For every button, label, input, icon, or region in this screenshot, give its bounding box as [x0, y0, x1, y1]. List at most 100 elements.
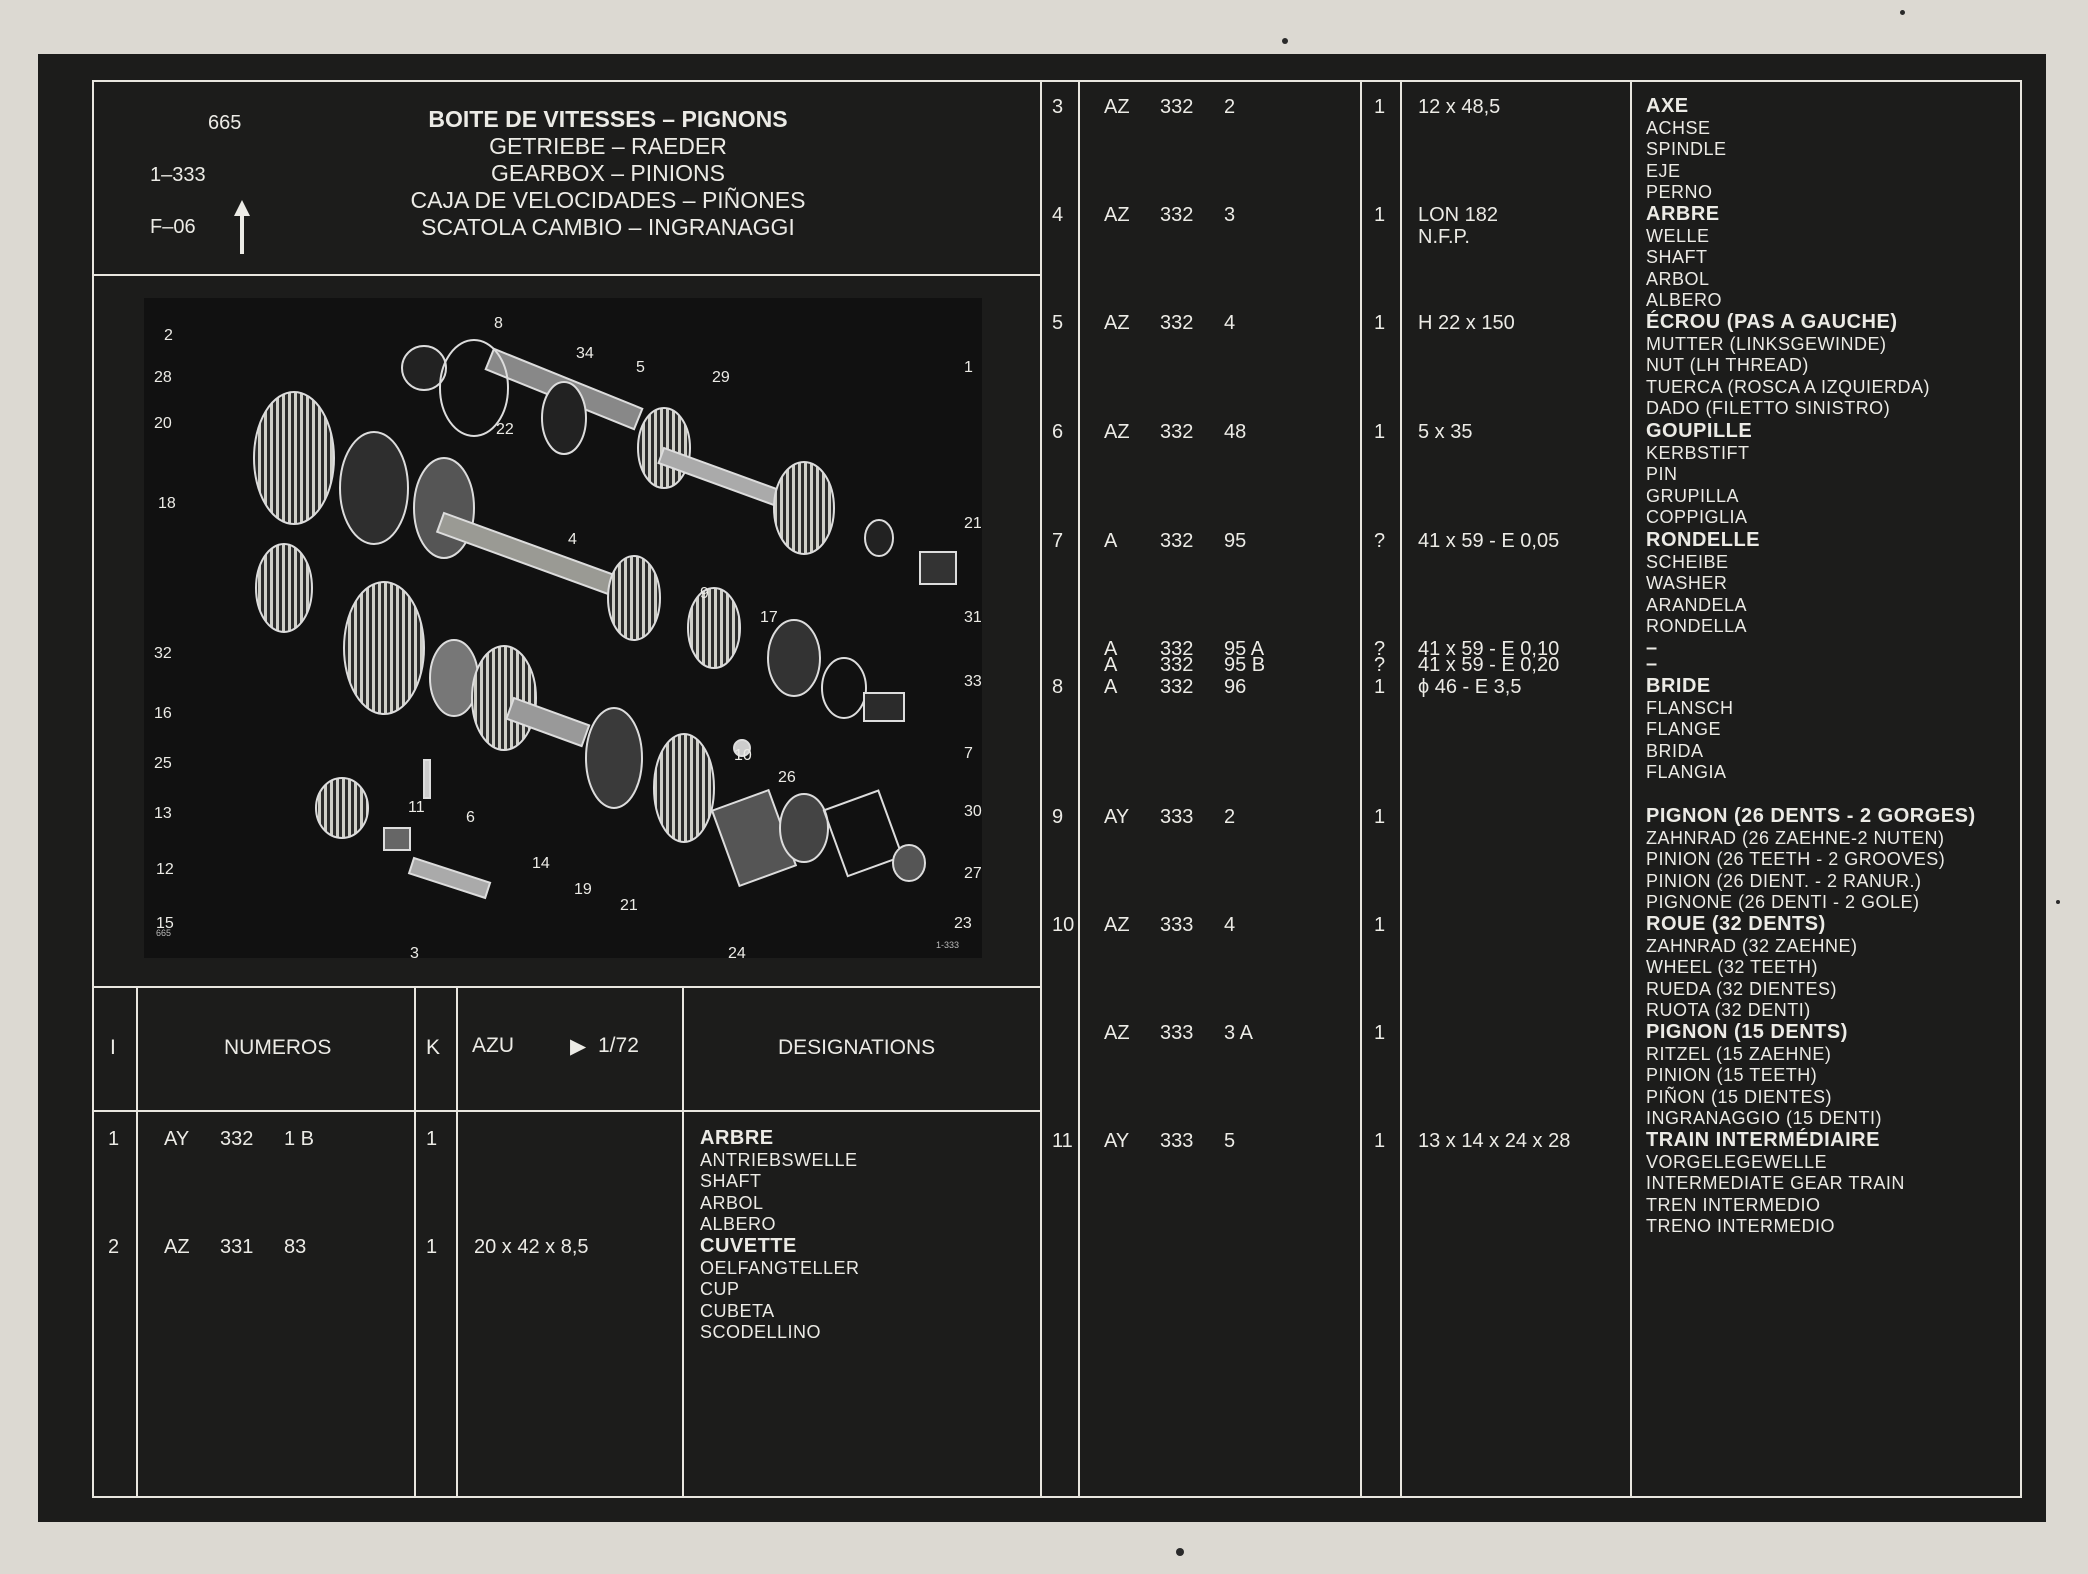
title-de: GETRIEBE – RAEDER	[489, 133, 727, 159]
callout-label: 3	[410, 945, 419, 958]
part-group: 332	[1160, 312, 1194, 334]
callout-label: 19	[574, 881, 592, 898]
col-line	[1360, 80, 1362, 1498]
part-prefix: AY	[1104, 1130, 1130, 1152]
callout-label: 24	[728, 945, 746, 958]
designation-primary: ROUE (32 DENTS)	[1646, 913, 1826, 935]
callout-label: 25	[154, 755, 172, 772]
row-dimension: 12 x 48,5	[1418, 96, 1501, 118]
part-prefix: A	[1104, 530, 1118, 552]
part-group: 333	[1160, 806, 1194, 828]
callout-label: 27	[964, 865, 982, 882]
col-line	[1400, 80, 1402, 1498]
part-suffix: 4	[1224, 914, 1236, 936]
title-es: CAJA DE VELOCIDADES – PIÑONES	[410, 187, 806, 213]
designation-translation: OELFANGTELLER	[700, 1257, 860, 1278]
callout-label: 11	[408, 799, 425, 816]
row-quantity: 1	[1374, 204, 1386, 226]
designation-translation: TUERCA (ROSCA A IZQUIERDA)	[1646, 376, 1931, 397]
part-suffix: 2	[1224, 96, 1236, 118]
callout-label: 22	[496, 421, 514, 438]
callout-label: 21	[964, 515, 982, 532]
callout-label: 31	[964, 609, 982, 626]
up-arrow-icon	[234, 200, 250, 254]
designation-translation: PIN	[1646, 464, 1678, 484]
table-top-line	[92, 986, 1042, 988]
part-prefix: A	[1104, 654, 1118, 676]
callout-label: 20	[154, 415, 172, 432]
part-suffix: 3	[1224, 204, 1236, 226]
part-suffix: 95	[1224, 530, 1247, 552]
callout-label: 10	[734, 747, 752, 764]
designation-block: ROUE (32 DENTS)ZAHNRAD (32 ZAEHNE)WHEEL …	[1646, 913, 1858, 1022]
col-line	[682, 986, 684, 1498]
col-line	[1630, 80, 1632, 1498]
row-index: 7	[1052, 530, 1064, 552]
designation-translation: KERBSTIFT	[1646, 442, 1750, 463]
row-quantity: ?	[1374, 654, 1386, 676]
part-suffix: 1 B	[284, 1128, 315, 1150]
designation-translation: TRENO INTERMEDIO	[1646, 1216, 1836, 1236]
designation-translation: ARANDELA	[1646, 594, 1748, 615]
callout-label: 1	[964, 359, 973, 376]
figure-corner-right: 1-333	[936, 940, 960, 950]
designation-translation: SCODELLINO	[700, 1322, 822, 1342]
row-dimension: 20 x 42 x 8,5	[474, 1236, 589, 1258]
part-prefix: AZ	[164, 1236, 190, 1258]
designation-translation: VORGELEGEWELLE	[1646, 1151, 1828, 1172]
callout-label: 6	[466, 809, 475, 826]
designation-translation: PERNO	[1646, 182, 1713, 202]
designation-primary: ÉCROU (PAS A GAUCHE)	[1646, 311, 1898, 333]
designation-translation: ARBOL	[1646, 268, 1710, 289]
designation-translation: TREN INTERMEDIO	[1646, 1194, 1821, 1215]
designation-translation: INTERMEDIATE GEAR TRAIN	[1646, 1173, 1905, 1193]
row-index: 1	[108, 1128, 120, 1150]
designation-translation: CUBETA	[700, 1300, 775, 1321]
part-prefix: AZ	[1104, 914, 1130, 936]
designation-primary: GOUPILLE	[1646, 420, 1753, 442]
part-suffix: 83	[284, 1236, 307, 1258]
row-dimension: 13 x 14 x 24 x 28	[1418, 1130, 1571, 1152]
paper-speck	[1282, 38, 1288, 44]
designation-translation: NUT (LH THREAD)	[1646, 355, 1809, 375]
callout-label: 16	[154, 705, 172, 722]
row-quantity: 1	[1374, 806, 1386, 828]
callout-label: 4	[568, 531, 577, 548]
callout-label: 18	[158, 495, 176, 512]
frame-right	[2020, 80, 2022, 1498]
part-group: 332	[1160, 530, 1194, 552]
part-suffix: 95 B	[1224, 654, 1266, 676]
designation-primary: PIGNON (15 DENTS)	[1646, 1021, 1848, 1043]
designation-translation: MUTTER (LINKSGEWINDE)	[1646, 333, 1887, 354]
designation-primary: PIGNON (26 DENTS - 2 GORGES)	[1646, 805, 1976, 827]
part-group: 333	[1160, 1130, 1194, 1152]
designation-block: ÉCROU (PAS A GAUCHE)MUTTER (LINKSGEWINDE…	[1646, 311, 1931, 420]
callout-label: 5	[636, 359, 645, 376]
designation-translation: DADO (FILETTO SINISTRO)	[1646, 398, 1891, 418]
callout-label: 17	[760, 609, 778, 626]
designation-translation: PIGNONE (26 DENTI - 2 GOLE)	[1646, 892, 1920, 912]
row-quantity: ?	[1374, 638, 1386, 660]
callout-label: 15	[156, 915, 174, 932]
designation-block: –	[1646, 653, 1658, 676]
part-suffix: 5	[1224, 1130, 1236, 1152]
row-dimension: H 22 x 150	[1418, 312, 1515, 334]
paper-speck	[1176, 1548, 1184, 1556]
part-prefix: AY	[164, 1128, 190, 1150]
row-quantity: 1	[426, 1128, 438, 1150]
designation-translation: PIÑON (15 DIENTES)	[1646, 1086, 1833, 1107]
callout-label: 32	[154, 645, 172, 662]
designation-translation: BRIDA	[1646, 740, 1704, 761]
col-header-designations: DESIGNATIONS	[778, 1036, 936, 1059]
row-index: 9	[1052, 806, 1064, 828]
designation-translation: WHEEL (32 TEETH)	[1646, 957, 1819, 977]
figure-corner-left: 665	[156, 928, 172, 938]
part-group: 332	[1160, 676, 1194, 698]
part-suffix: 96	[1224, 676, 1247, 698]
designation-translation: ALBERO	[1646, 290, 1723, 310]
callout-label: 12	[156, 861, 174, 878]
